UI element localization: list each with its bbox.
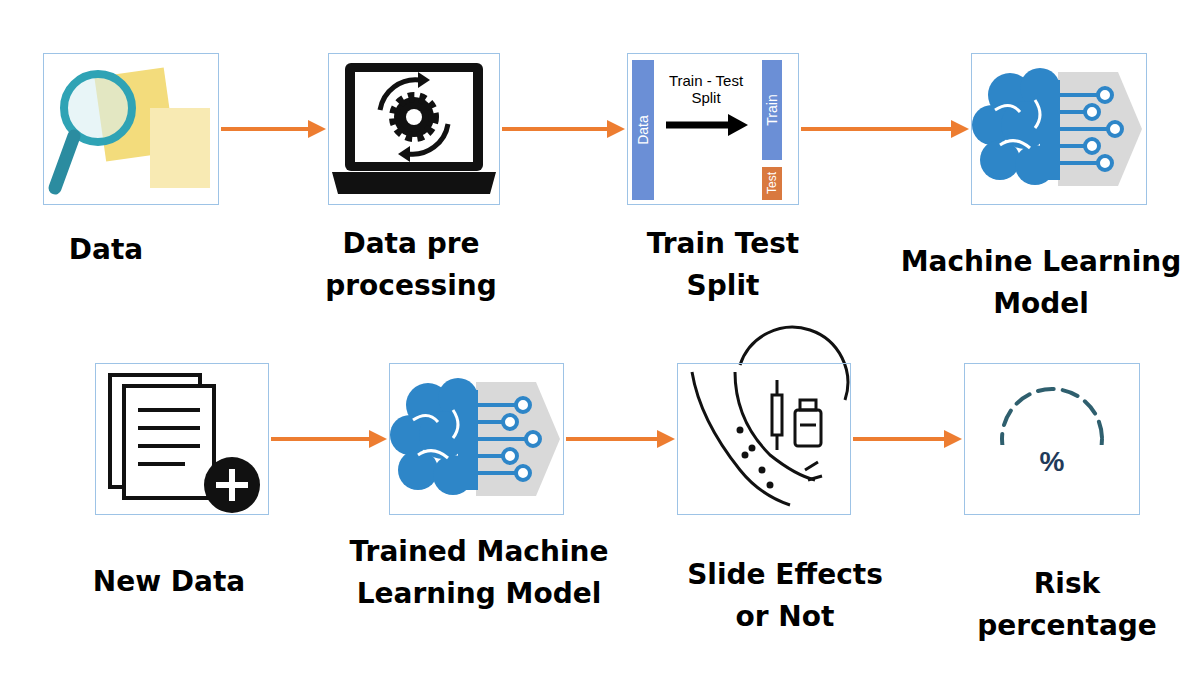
- flow-arrow: [221, 120, 326, 138]
- icon-caption: Train - Test Split: [659, 72, 754, 106]
- icon-caption: Test: [765, 172, 779, 194]
- arrow-head: [951, 120, 969, 138]
- icon-box: Data: [43, 53, 219, 205]
- step-label: Data: [6, 229, 206, 271]
- icon-box: Data pre processing: [328, 53, 500, 205]
- arrow-line: [853, 437, 944, 441]
- arrow-line: [502, 127, 607, 131]
- laptop-gear-icon: [332, 63, 496, 194]
- flow-arrow: [271, 430, 387, 448]
- icon-box: Trained Machine Learning Model: [389, 363, 564, 515]
- step-label: Data pre processing: [261, 223, 561, 307]
- split-icon: [632, 60, 782, 200]
- icon-caption: Train: [764, 94, 780, 125]
- arrow-line: [221, 127, 308, 131]
- step-label: Slide Effects or Not: [675, 554, 895, 638]
- step-label: Risk percentage: [967, 563, 1167, 647]
- arrow-line: [801, 127, 951, 131]
- arrow-head: [607, 120, 625, 138]
- step-label: Train Test Split: [623, 223, 823, 307]
- arrow-line: [566, 437, 657, 441]
- arrow-head: [369, 430, 387, 448]
- new-document-icon: [110, 375, 260, 513]
- icon-box: New Data: [95, 363, 269, 515]
- icon-box: Risk percentage: [964, 363, 1140, 515]
- step-label: New Data: [44, 561, 294, 603]
- step-label: Trained Machine Learning Model: [329, 531, 629, 615]
- icon-caption: Data: [635, 115, 651, 145]
- gauge-icon: [995, 389, 1110, 505]
- side-effect-icon: [692, 327, 848, 505]
- arrow-head: [657, 430, 675, 448]
- search-icon: [55, 68, 210, 188]
- icon-box: Machine Learning Model: [971, 53, 1147, 205]
- flow-arrow: [853, 430, 962, 448]
- flow-arrow: [502, 120, 625, 138]
- flow-arrow: [801, 120, 969, 138]
- arrow-head: [944, 430, 962, 448]
- arrow-line: [271, 437, 369, 441]
- arrow-head: [308, 120, 326, 138]
- icon-box: Slide Effects or Not: [677, 363, 851, 515]
- flow-arrow: [566, 430, 675, 448]
- step-label: Machine Learning Model: [891, 241, 1191, 325]
- percent-sign: %: [1040, 446, 1065, 478]
